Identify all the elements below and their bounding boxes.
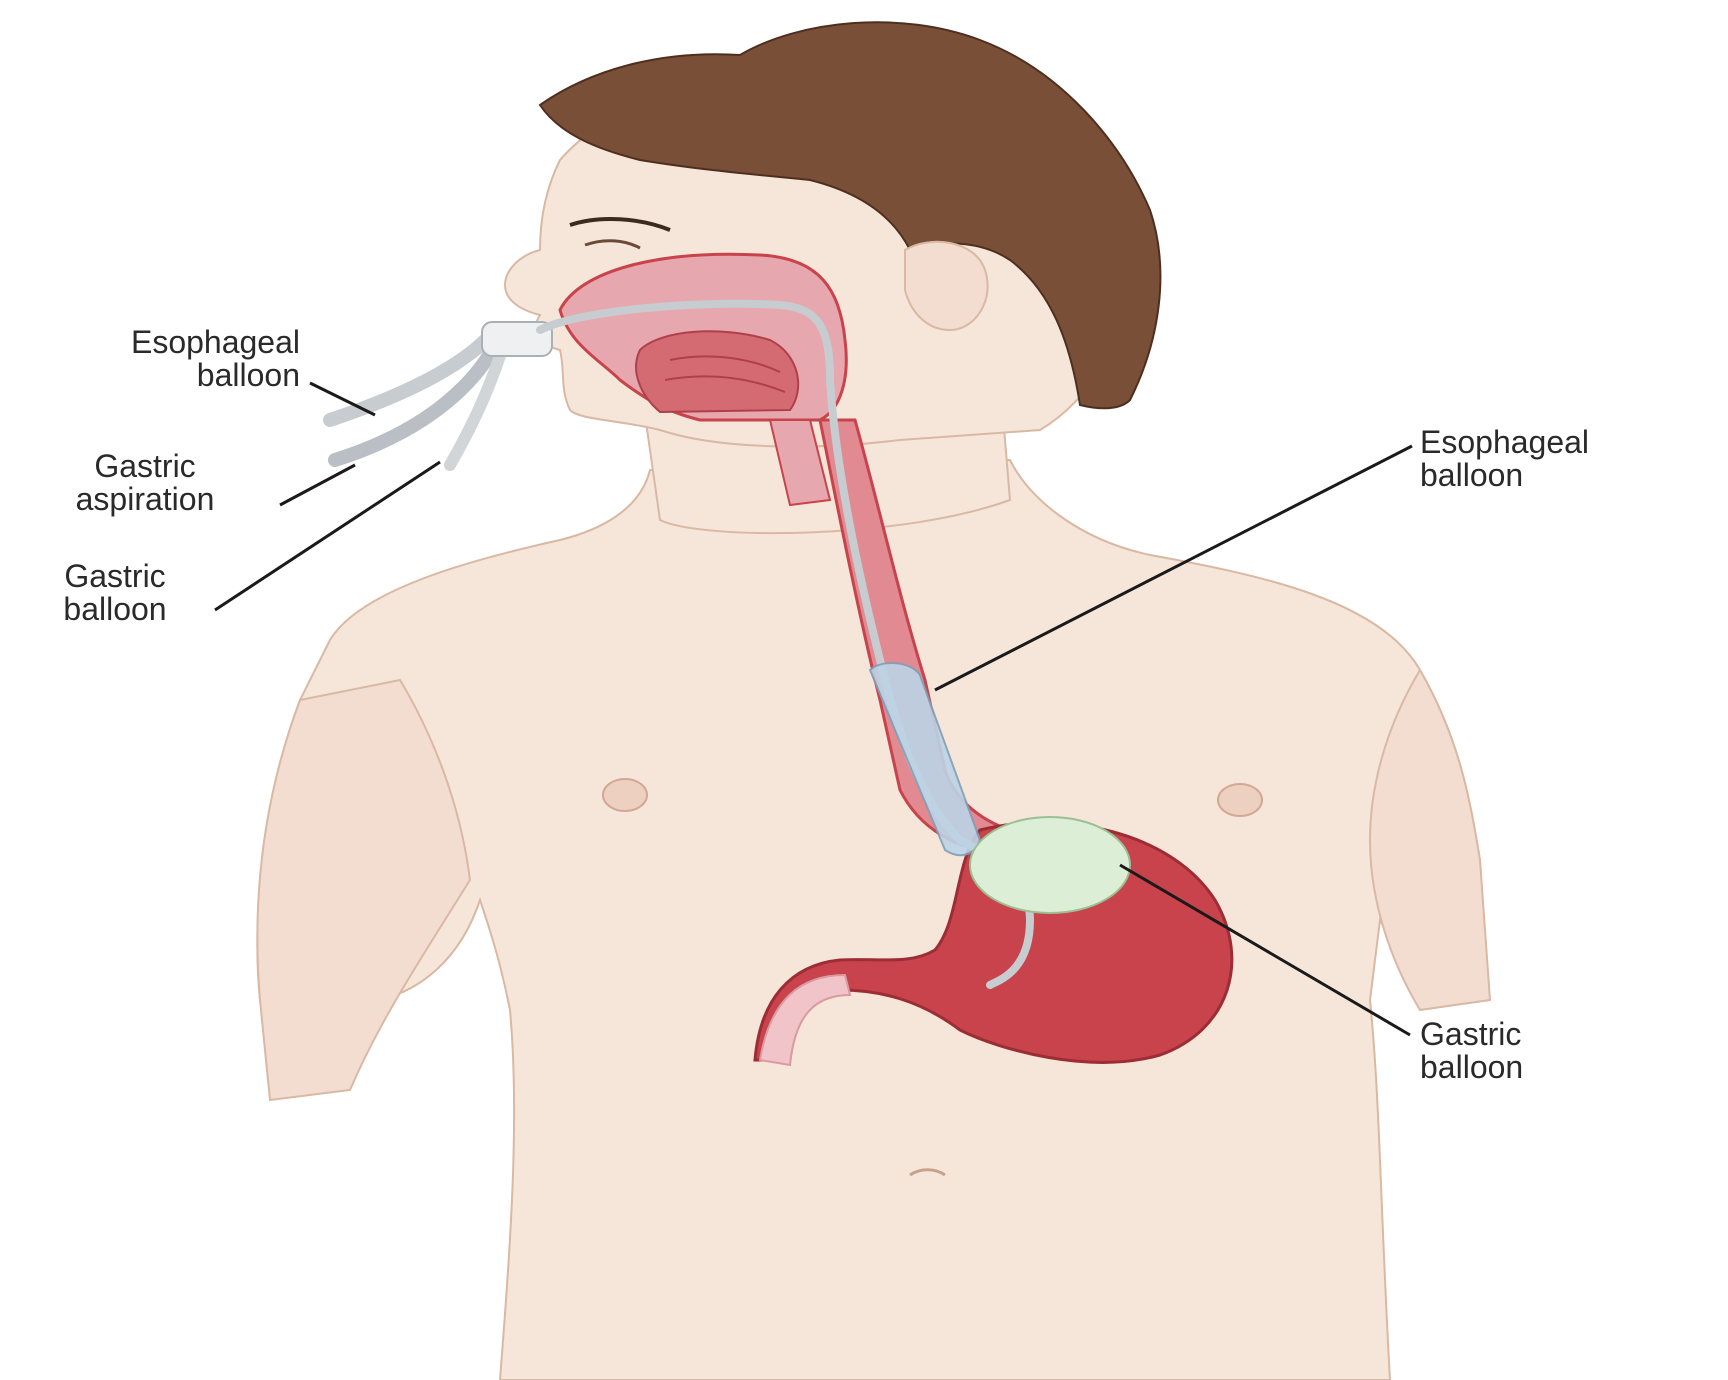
label-line: Esophageal: [10, 326, 300, 359]
left-nipple: [603, 779, 647, 811]
label-gastric-aspiration: Gastric aspiration: [20, 450, 270, 516]
label-line: Gastric: [1420, 1018, 1620, 1051]
label-esophageal-balloon-right: Esophageal balloon: [1420, 426, 1710, 492]
label-line: Esophageal: [1420, 426, 1710, 459]
leader-line-gastric-aspiration: [280, 465, 355, 505]
label-line: balloon: [20, 593, 210, 626]
label-esophageal-balloon-left: Esophageal balloon: [10, 326, 300, 392]
label-line: balloon: [1420, 459, 1710, 492]
label-line: balloon: [1420, 1051, 1620, 1084]
tongue: [636, 331, 798, 412]
label-line: Gastric: [20, 560, 210, 593]
label-line: aspiration: [20, 483, 270, 516]
label-line: Gastric: [20, 450, 270, 483]
label-line: balloon: [10, 359, 300, 392]
right-nipple: [1218, 784, 1262, 816]
label-gastric-balloon-right: Gastric balloon: [1420, 1018, 1620, 1084]
label-gastric-balloon-left: Gastric balloon: [20, 560, 210, 626]
gastric-balloon: [970, 817, 1130, 913]
